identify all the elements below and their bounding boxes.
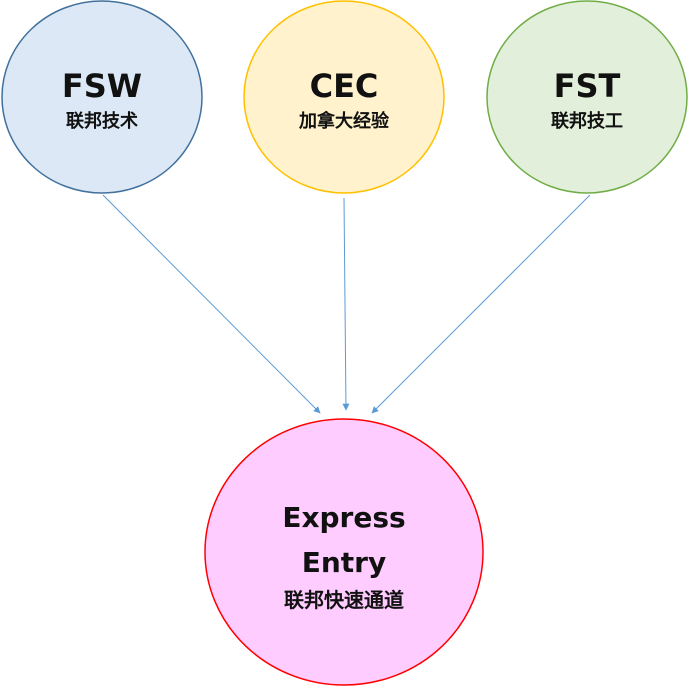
arrow-cec-to-express-entry [342,197,350,411]
node-fsw-circle [1,0,203,194]
node-fst-code: FST [554,67,621,105]
arrow-fsw-to-express-entry [102,194,321,414]
node-cec-subtitle: 加拿大经验 [298,110,390,132]
node-cec: CEC 加拿大经验 [243,0,445,194]
node-fsw-code: FSW [62,67,142,105]
node-express-entry-circle [204,418,484,686]
node-cec-code: CEC [310,67,379,105]
node-express-entry: Express Entry 联邦快速通道 [204,418,484,686]
node-fst: FST 联邦技工 [486,0,688,194]
arrow-fst-to-express-entry [371,194,591,414]
node-fst-circle [486,0,688,194]
node-fsw: FSW 联邦技术 [1,0,203,194]
node-fsw-subtitle: 联邦技术 [66,110,138,132]
node-express-entry-line2: Entry [302,546,387,579]
node-cec-circle [243,0,445,194]
node-express-entry-line1: Express [282,501,405,534]
node-fst-subtitle: 联邦技工 [551,110,623,132]
node-express-entry-subtitle: 联邦快速通道 [284,588,404,612]
